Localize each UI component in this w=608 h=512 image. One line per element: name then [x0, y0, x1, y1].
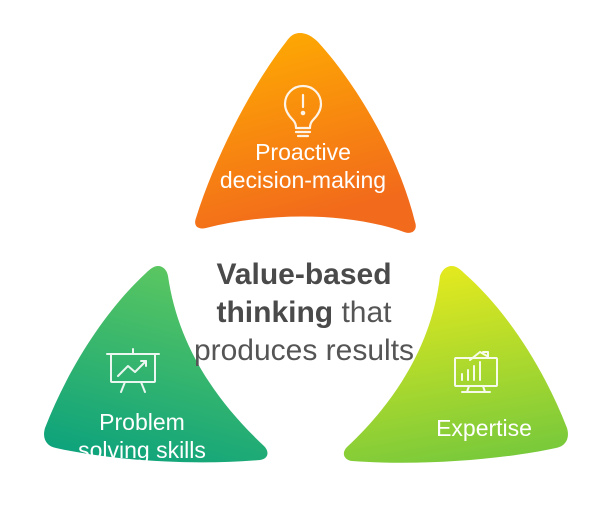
center-title: Value-based thinking that produces resul…	[168, 256, 440, 370]
center-title-bold-word: thinking	[216, 296, 334, 329]
center-title-line2: thinking that	[168, 294, 440, 332]
petal-top-line2: decision-making	[219, 167, 387, 193]
petal-left-line1: Problem	[99, 409, 185, 435]
lightbulb-icon	[283, 84, 323, 138]
petal-top-label: Proactive decision-making	[190, 138, 416, 194]
petal-top-line1: Proactive	[255, 139, 351, 165]
center-title-line3: produces results	[193, 334, 415, 367]
center-title-light-word: that	[333, 296, 392, 329]
petal-right-label: Expertise	[404, 414, 564, 442]
petal-left-label: Problem solving skills	[52, 408, 232, 464]
petal-right-line1: Expertise	[436, 415, 532, 441]
chart-monitor-icon	[454, 351, 498, 393]
presentation-board-icon	[106, 348, 160, 393]
petal-left-line2: solving skills	[78, 437, 206, 463]
center-title-line1: Value-based	[216, 258, 392, 291]
